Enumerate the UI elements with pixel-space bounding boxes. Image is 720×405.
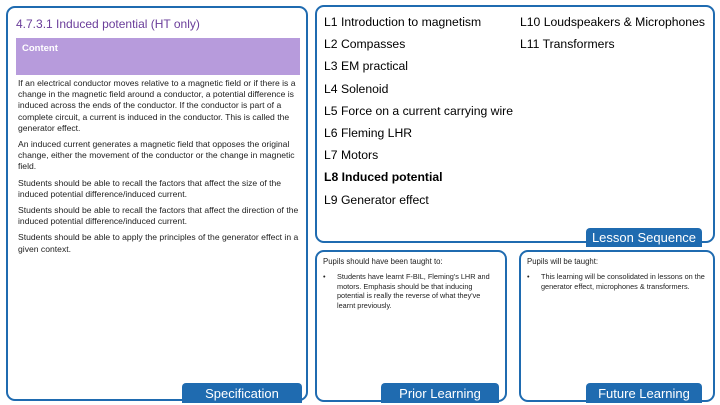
lesson-item: L6 Fleming LHR — [324, 125, 413, 140]
prior-learning-title: Pupils should have been taught to: — [323, 257, 443, 266]
lesson-sequence-tab: Lesson Sequence — [586, 228, 702, 247]
spec-paragraph: Students should be able to recall the fa… — [18, 177, 282, 199]
lesson-item: L11 Transformers — [520, 37, 615, 52]
prior-learning-panel: Pupils should have been taught to: • Stu… — [315, 250, 507, 402]
lesson-item: L10 Loudspeakers & Microphones — [520, 15, 705, 29]
future-learning-tab: Future Learning — [586, 383, 702, 403]
lesson-item: L4 Solenoid — [324, 81, 389, 96]
list-item: • Students have learnt F-BIL, Fleming's … — [323, 272, 497, 310]
spec-body: If an electrical conductor moves relativ… — [18, 78, 300, 260]
spec-paragraph: Students should be able to recall the fa… — [18, 205, 299, 227]
spec-paragraph: An induced current generates a magnetic … — [18, 139, 295, 172]
future-learning-list: • This learning will be consolidated in … — [527, 272, 705, 291]
specification-tab: Specification — [182, 383, 302, 403]
specification-panel: 4.7.3.1 Induced potential (HT only) Cont… — [6, 6, 308, 401]
bullet-icon: • — [323, 272, 326, 281]
content-label-bar: Content — [16, 38, 300, 75]
lesson-item-current: L8 Induced potential — [324, 170, 443, 185]
future-learning-title: Pupils will be taught: — [527, 257, 599, 266]
lesson-item: L9 Generator effect — [324, 192, 429, 207]
lesson-list-column-1: L1 Introduction to magnetism L2 Compasse… — [324, 11, 513, 211]
spec-heading: 4.7.3.1 Induced potential (HT only) — [16, 17, 200, 31]
lesson-item: L7 Motors — [324, 148, 379, 163]
lesson-list-column-2: L10 Loudspeakers & Microphones L11 Trans… — [520, 11, 705, 55]
list-item: • This learning will be consolidated in … — [527, 272, 705, 291]
prior-learning-text: Students have learnt F-BIL, Fleming's LH… — [337, 272, 490, 310]
future-learning-text: This learning will be consolidated in le… — [541, 272, 705, 291]
lesson-item: L2 Compasses — [324, 37, 406, 52]
lesson-item: L1 Introduction to magnetism — [324, 15, 482, 29]
spec-paragraph: If an electrical conductor moves relativ… — [18, 78, 296, 133]
prior-learning-tab: Prior Learning — [381, 383, 499, 403]
lesson-sequence-panel: L1 Introduction to magnetism L2 Compasse… — [315, 5, 715, 243]
prior-learning-list: • Students have learnt F-BIL, Fleming's … — [323, 272, 497, 310]
bullet-icon: • — [527, 272, 530, 281]
lesson-item: L3 EM practical — [324, 59, 408, 74]
future-learning-panel: Pupils will be taught: • This learning w… — [519, 250, 715, 402]
spec-paragraph: Students should be able to apply the pri… — [18, 232, 299, 254]
lesson-item: L5 Force on a current carrying wire — [324, 103, 513, 118]
